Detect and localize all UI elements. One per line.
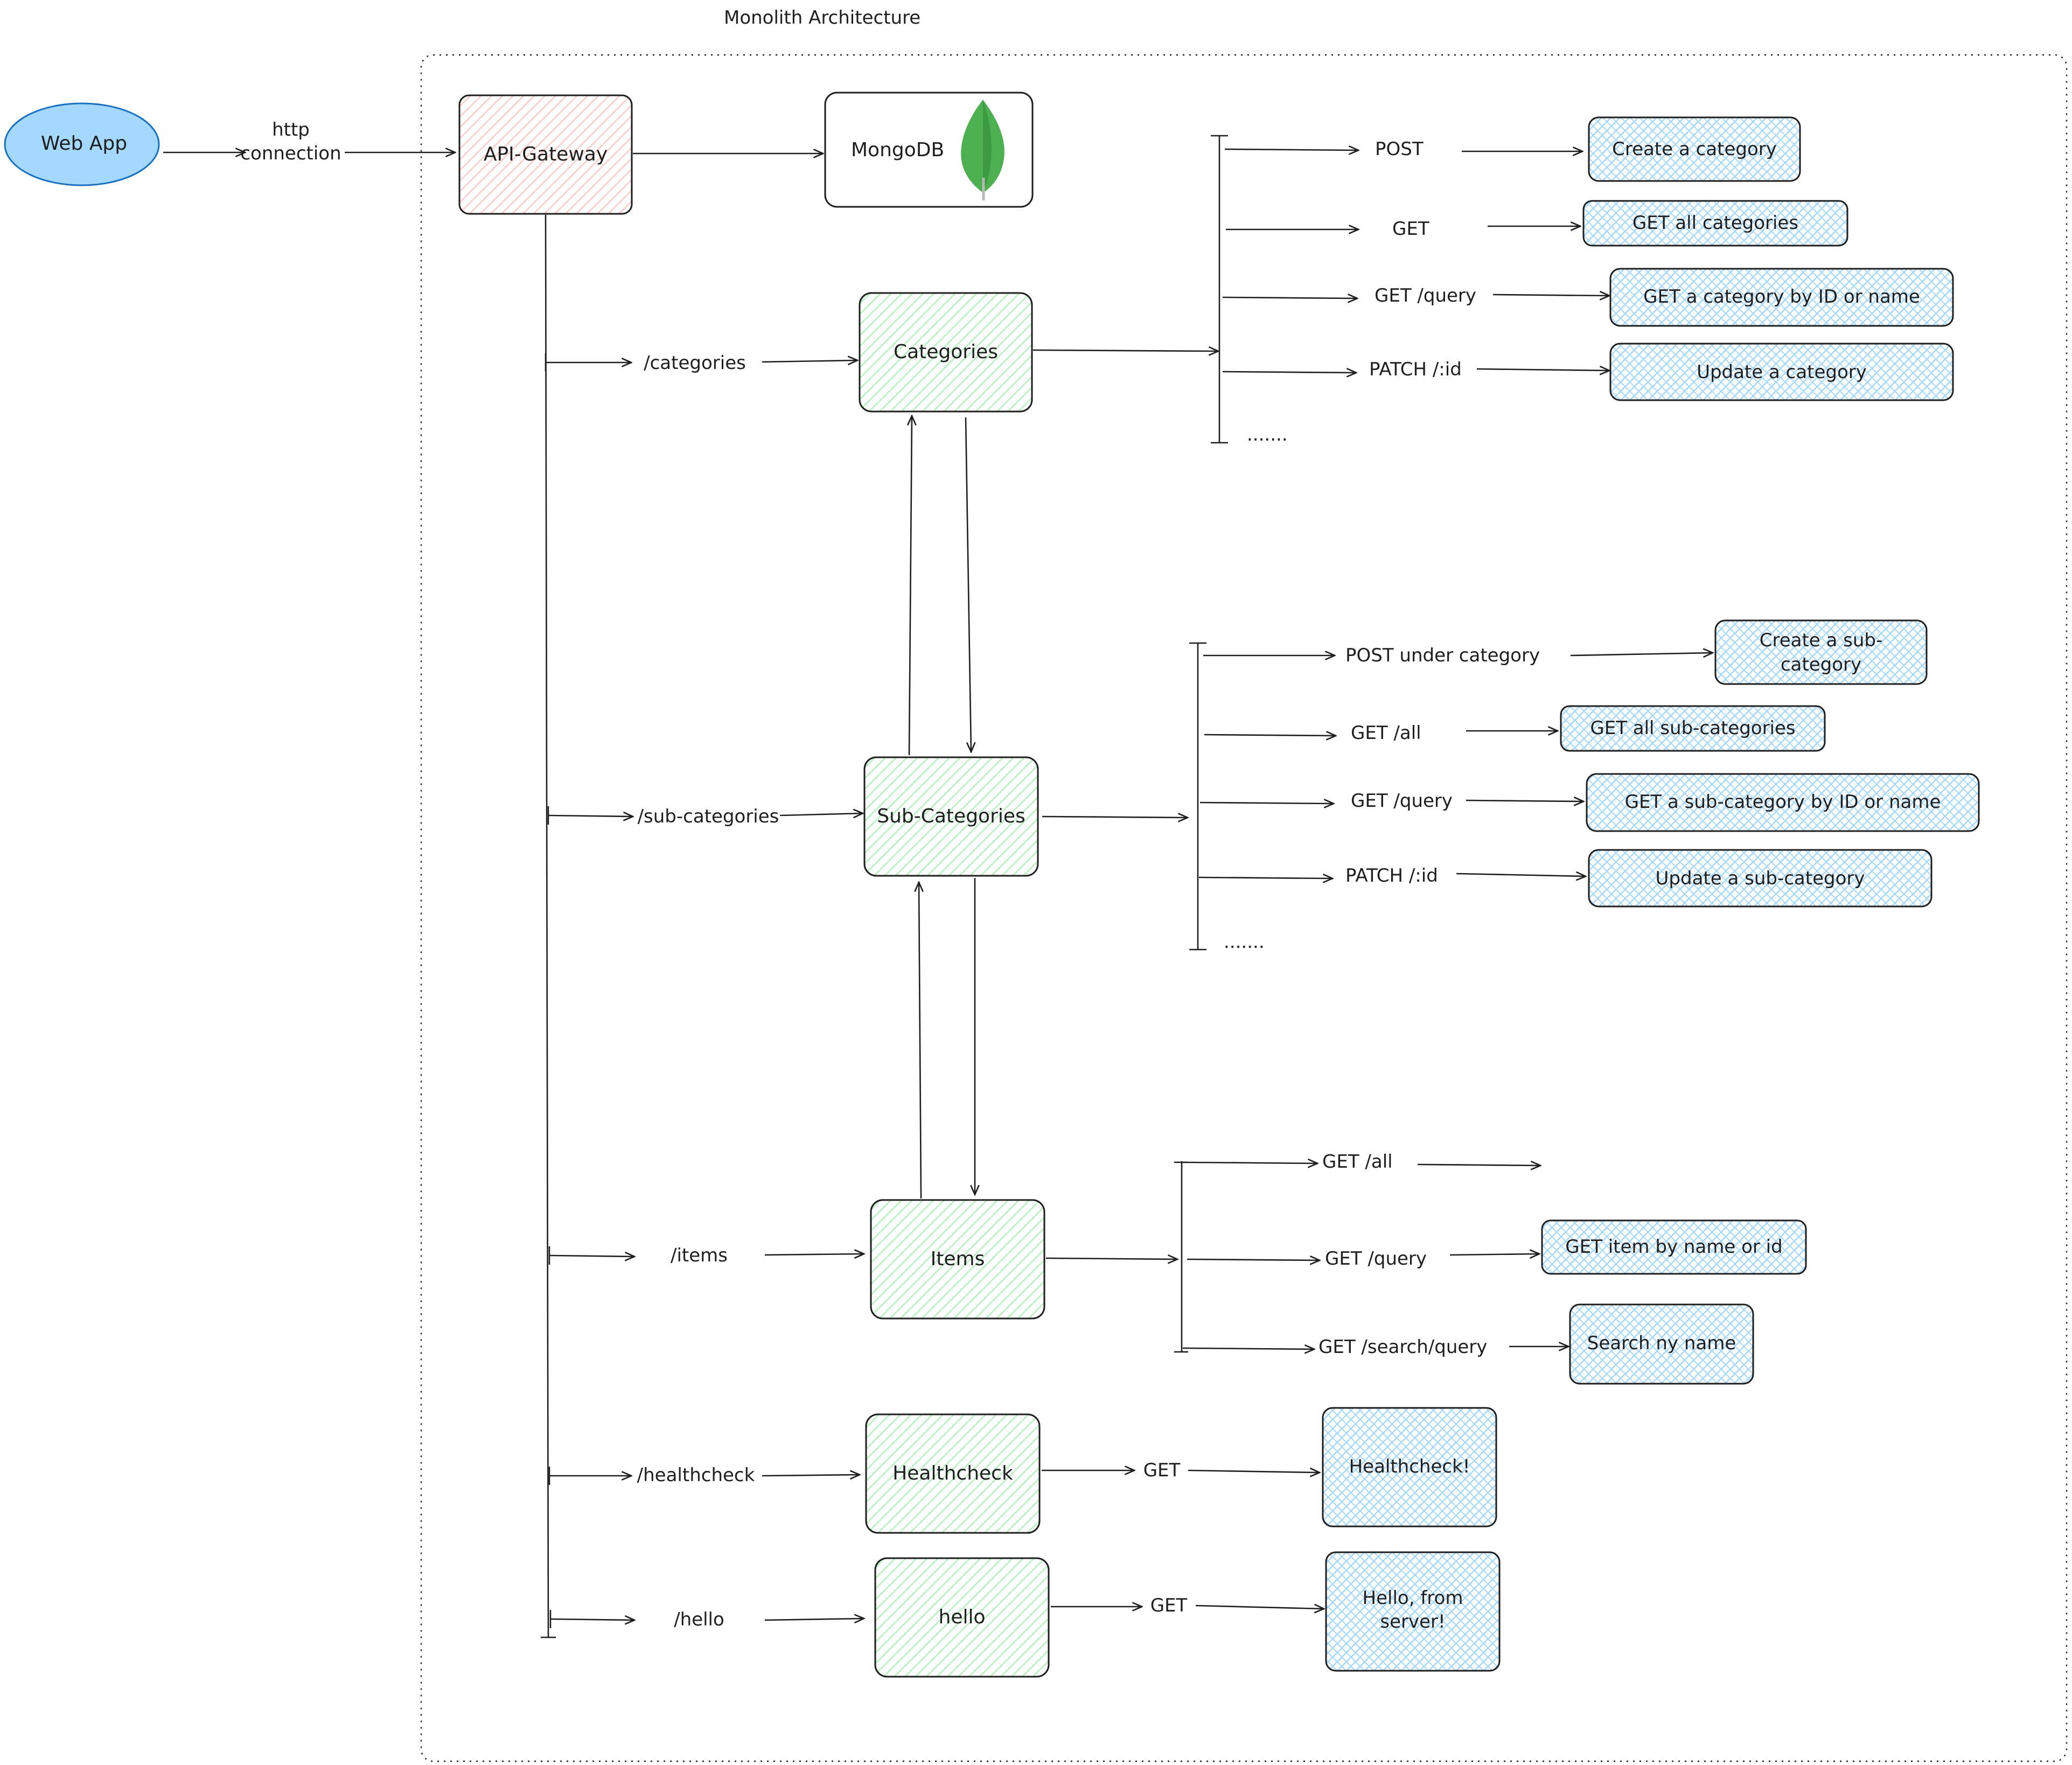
subcategories-to-categories-arrow <box>909 416 912 756</box>
create-subcategory-label-line2: category <box>1781 654 1861 675</box>
get-all-items-arrow <box>1181 1162 1317 1163</box>
categories-get-query-label: GET /query <box>1375 285 1476 306</box>
healthcheck-response <box>1322 1407 1497 1527</box>
patch-sub-to-response-arrow <box>1456 874 1586 876</box>
subcategories-get-query-label: GET /query <box>1351 790 1453 812</box>
get-query-category-arrow <box>1222 297 1357 298</box>
patch-subcategory-arrow <box>1198 877 1333 878</box>
get-category-by-id-response <box>1609 268 1954 327</box>
subcategories-patch-label: PATCH /:id <box>1345 865 1438 887</box>
get-query-items-arrow <box>1187 1259 1320 1260</box>
hello-get-to-response-arrow <box>1195 1606 1324 1609</box>
hello-response <box>1325 1551 1501 1672</box>
create-category-label: Create a category <box>1612 138 1777 160</box>
hello-route-label: /hello <box>674 1609 724 1630</box>
get-all-items-response-arrow <box>1417 1164 1540 1166</box>
items-node <box>870 1199 1045 1320</box>
update-subcategory-response <box>1588 849 1933 908</box>
categories-route-label: /categories <box>644 352 746 374</box>
hello-node <box>874 1557 1050 1678</box>
web-app-label: Web App <box>41 132 127 155</box>
search-items-arrow <box>1182 1348 1314 1349</box>
patch-category-arrow <box>1222 372 1356 373</box>
web-app-node <box>4 102 160 186</box>
diagram-title: Monolith Architecture <box>724 7 920 29</box>
categories-to-endpoints-arrow <box>1032 350 1218 351</box>
categories-route-arrow <box>762 360 857 362</box>
items-get-all-label: GET /all <box>1322 1151 1393 1173</box>
connection-label: connection <box>240 143 341 164</box>
healthcheck-response-label: Healthcheck! <box>1349 1456 1470 1477</box>
categories-label: Categories <box>894 341 998 363</box>
update-category-response <box>1609 343 1954 401</box>
subcategories-route-label: /sub-categories <box>638 806 779 827</box>
mongodb-label: MongoDB <box>851 139 944 161</box>
categories-node <box>859 292 1033 413</box>
healthcheck-node <box>865 1413 1041 1534</box>
search-items-response <box>1569 1303 1754 1385</box>
api-gateway-label: API-Gateway <box>484 143 608 165</box>
items-search-label: GET /search/query <box>1318 1336 1487 1358</box>
get-all-categories-response <box>1582 200 1848 247</box>
get-all-subcategories-label: GET all sub-categories <box>1590 717 1795 739</box>
get-all-categories-label: GET all categories <box>1633 212 1798 234</box>
items-to-subcategories-arrow <box>919 882 921 1199</box>
trunk-to-items-label-arrow <box>549 1255 634 1257</box>
subcategories-get-all-label: GET /all <box>1351 722 1421 744</box>
get-category-by-id-label: GET a category by ID or name <box>1643 286 1920 308</box>
get-subcategory-by-id-label: GET a sub-category by ID or name <box>1625 791 1941 813</box>
patch-to-response-arrow <box>1476 369 1609 371</box>
get-query-items-to-response-arrow <box>1449 1254 1539 1255</box>
update-subcategory-label: Update a sub-category <box>1656 868 1865 889</box>
create-subcategory-response <box>1714 619 1928 685</box>
create-category-response <box>1588 116 1801 182</box>
hello-label: hello <box>939 1606 986 1628</box>
hello-response-label-line2: server! <box>1380 1611 1445 1633</box>
get-query-to-response-arrow <box>1492 295 1609 296</box>
items-route-label: /items <box>671 1245 728 1266</box>
update-category-label: Update a category <box>1697 361 1867 383</box>
trunk-to-hello-label-arrow <box>550 1619 634 1620</box>
get-query-sub-to-response-arrow <box>1466 800 1583 801</box>
trunk-to-subcategories-label-arrow <box>548 815 633 817</box>
healthcheck-route-label: /healthcheck <box>637 1464 755 1486</box>
get-subcategory-by-id-response <box>1586 773 1980 832</box>
categories-more-label: ....... <box>1247 424 1288 445</box>
healthcheck-get-to-response-arrow <box>1188 1470 1320 1473</box>
subcategories-label: Sub-Categories <box>877 805 1025 827</box>
items-route-arrow <box>764 1254 864 1255</box>
hello-get-label: GET <box>1150 1595 1188 1616</box>
post-sub-to-response-arrow <box>1570 653 1713 655</box>
subcategories-node <box>863 756 1039 877</box>
items-to-endpoints-arrow <box>1045 1258 1177 1259</box>
subcategories-to-endpoints-arrow <box>1042 817 1188 818</box>
get-item-label: GET item by name or id <box>1565 1236 1782 1258</box>
search-items-label: Search ny name <box>1587 1333 1736 1354</box>
get-all-subcategories-arrow <box>1204 735 1336 736</box>
get-item-response <box>1541 1219 1807 1275</box>
items-label: Items <box>931 1248 985 1270</box>
healthcheck-get-label: GET <box>1143 1460 1181 1481</box>
categories-to-subcategories-arrow <box>965 417 971 752</box>
categories-post-label: POST <box>1375 138 1424 160</box>
items-get-query-label: GET /query <box>1325 1248 1427 1269</box>
get-all-subcategories-response <box>1560 705 1826 752</box>
healthcheck-route-arrow <box>762 1475 860 1476</box>
hello-response-label-line1: Hello, from <box>1363 1587 1463 1609</box>
categories-get-label: GET <box>1392 218 1429 240</box>
subcategories-post-label: POST under category <box>1345 645 1540 666</box>
api-gateway-node <box>458 94 633 215</box>
categories-patch-label: PATCH /:id <box>1369 359 1462 380</box>
http-label: http <box>272 119 310 141</box>
post-category-arrow <box>1224 149 1358 150</box>
create-subcategory-label-line1: Create a sub- <box>1760 630 1883 651</box>
healthcheck-label: Healthcheck <box>892 1462 1013 1484</box>
subcategories-route-arrow <box>779 813 863 815</box>
subcategories-more-label: ....... <box>1224 931 1265 953</box>
hello-route-arrow <box>764 1619 864 1620</box>
mongodb-leaf-icon <box>961 100 1004 200</box>
gateway-trunk-line <box>545 214 549 1638</box>
get-query-subcategory-arrow <box>1199 803 1334 804</box>
